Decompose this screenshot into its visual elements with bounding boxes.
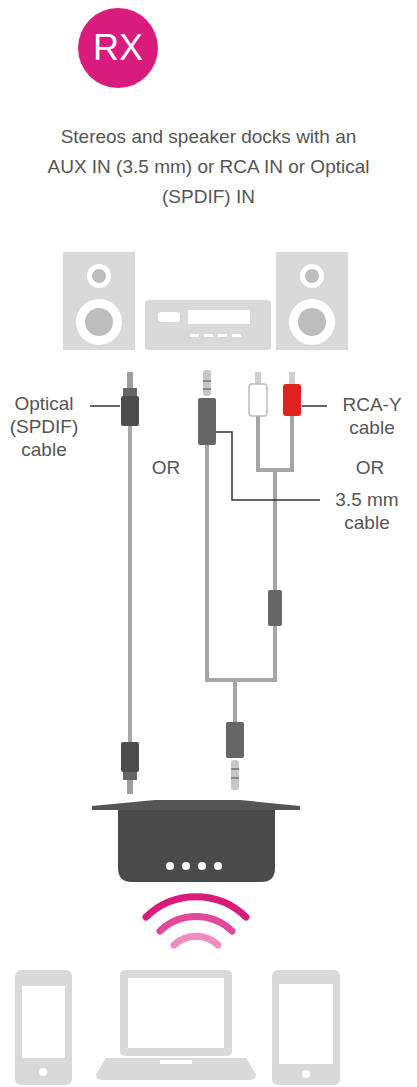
rca-plug — [249, 372, 301, 416]
wifi-symbol — [146, 897, 246, 945]
heading: Stereos and speaker docks with an AUX IN… — [45, 122, 372, 212]
cable-label: Optical (SPDIF) cable — [0, 392, 88, 461]
badge-circle: RX — [78, 8, 158, 88]
cable-label: RCA-Y cable — [330, 393, 414, 439]
optical-plug — [121, 372, 139, 794]
jack-plug — [198, 370, 282, 790]
tablet — [272, 970, 340, 1085]
cable — [130, 415, 292, 742]
badge-text: RX — [93, 27, 143, 69]
or-label: OR — [350, 456, 390, 479]
speaker — [276, 252, 348, 350]
cable-label: 3.5 mm cable — [324, 488, 410, 534]
receiver — [145, 300, 271, 350]
or-label: OR — [146, 456, 186, 479]
laptop — [96, 970, 256, 1080]
phone — [15, 970, 72, 1085]
speaker — [63, 252, 135, 350]
leader-line — [90, 406, 327, 500]
receiver-device — [92, 800, 300, 882]
